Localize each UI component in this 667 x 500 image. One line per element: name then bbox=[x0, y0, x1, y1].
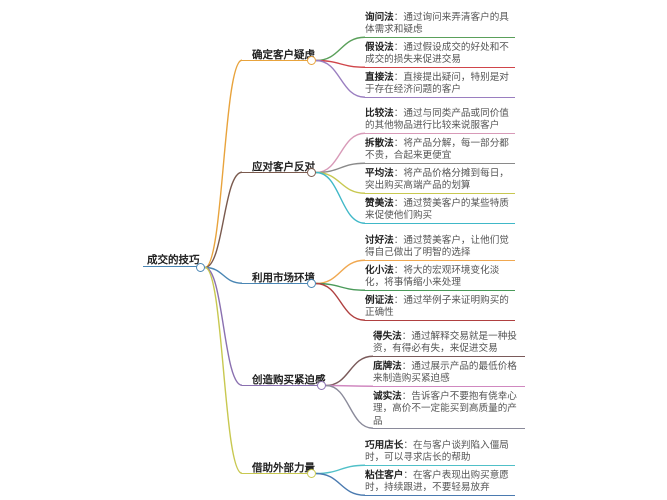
leaf-title: 例证法 bbox=[365, 295, 394, 306]
leaf-title: 假设法 bbox=[365, 42, 394, 53]
branch-handle-objections[interactable]: 应对客户反对 bbox=[242, 159, 315, 173]
branch-external-help[interactable]: 借助外部力量 bbox=[242, 460, 315, 474]
branch-collapse-node[interactable] bbox=[307, 279, 316, 288]
root-topic[interactable]: 成交的技巧 bbox=[143, 252, 200, 267]
leaf-title: 讨好法 bbox=[365, 235, 394, 246]
leaf-connector bbox=[325, 384, 374, 387]
branch-label: 应对客户反对 bbox=[252, 161, 315, 173]
branch-identify-doubts[interactable]: 确定客户疑虑 bbox=[242, 47, 315, 61]
leaf-breakdown[interactable]: 拆散法：将产品分解，每一部分都不贵，合起来更便宜 bbox=[365, 138, 515, 164]
branch-create-urgency[interactable]: 创造购买紧迫感 bbox=[242, 372, 326, 386]
leaf-honesty[interactable]: 诚实法：告诉客户不要抱有侥幸心理，高价不一定能买到高质量的产品 bbox=[373, 391, 525, 429]
leaf-text: ：直接提出疑问，特别是对于存在经济问题的客户 bbox=[365, 72, 509, 96]
leaf-average[interactable]: 平均法：将产品价格分摊到每日，突出购买高端产品的划算 bbox=[365, 168, 515, 194]
leaf-example[interactable]: 例证法：通过举例子来证明购买的正确性 bbox=[365, 295, 515, 321]
leaf-text: ：将产品价格分摊到每日，突出购买高端产品的划算 bbox=[365, 168, 509, 192]
branch-connector bbox=[204, 266, 243, 474]
leaf-store-manager[interactable]: 巧用店长：在与客户谈判陷入僵局时，可以寻求店长的帮助 bbox=[365, 440, 515, 466]
leaf-connector bbox=[315, 162, 366, 174]
leaf-inquiry[interactable]: 询问法：通过询问来弄清客户的具体需求和疑虑 bbox=[365, 12, 515, 38]
leaf-title: 底牌法 bbox=[373, 361, 402, 372]
leaf-bottom-line[interactable]: 底牌法：通过展示产品的最低价格来制造购买紧迫感 bbox=[373, 361, 525, 387]
root-collapse-node[interactable] bbox=[196, 263, 205, 272]
leaf-connector bbox=[315, 171, 366, 194]
leaf-minimize[interactable]: 化小法：将大的宏观环境变化淡化，将事情缩小来处理 bbox=[365, 265, 515, 291]
leaf-title: 直接法 bbox=[365, 72, 394, 83]
leaf-text: ：通过赞美客户的某些特质来促使他们购买 bbox=[365, 198, 509, 222]
branch-collapse-node[interactable] bbox=[307, 168, 316, 177]
leaf-title: 化小法 bbox=[365, 265, 394, 276]
leaf-comparison[interactable]: 比较法：通过与同类产品或同价值的其他物品进行比较来说服客户 bbox=[365, 108, 515, 134]
leaf-title: 赞美法 bbox=[365, 198, 394, 209]
leaf-direct[interactable]: 直接法：直接提出疑问，特别是对于存在经济问题的客户 bbox=[365, 72, 515, 98]
leaf-title: 得失法 bbox=[373, 331, 402, 342]
branch-collapse-node[interactable] bbox=[307, 469, 316, 478]
leaf-title: 平均法 bbox=[365, 168, 394, 179]
leaf-connector bbox=[315, 472, 366, 496]
leaf-connector bbox=[325, 384, 374, 429]
leaf-title: 比较法 bbox=[365, 108, 394, 119]
branch-collapse-node[interactable] bbox=[307, 56, 316, 65]
branch-label: 确定客户疑虑 bbox=[252, 49, 315, 61]
leaf-text: ：在客户表现出购买意愿时，持续跟进，不要轻易放弃 bbox=[365, 470, 509, 494]
leaf-text: ：通过与同类产品或同价值的其他物品进行比较来说服客户 bbox=[365, 108, 509, 132]
leaf-text: ：将大的宏观环境变化淡化，将事情缩小来处理 bbox=[365, 265, 500, 289]
leaf-title: 询问法 bbox=[365, 12, 394, 23]
leaf-text: ：通过询问来弄清客户的具体需求和疑虑 bbox=[365, 12, 509, 36]
leaf-text: ：通过举例子来证明购买的正确性 bbox=[365, 295, 509, 319]
branch-market-environment[interactable]: 利用市场环境 bbox=[242, 270, 315, 284]
leaf-text: ：告诉客户不要抱有侥幸心理，高价不一定能买到高质量的产品 bbox=[373, 391, 517, 427]
leaf-connector bbox=[315, 59, 366, 68]
leaf-connector bbox=[315, 282, 366, 321]
root-label: 成交的技巧 bbox=[147, 254, 200, 266]
leaf-connector bbox=[325, 355, 374, 387]
leaf-follow-up[interactable]: 粘住客户：在客户表现出购买意愿时，持续跟进，不要轻易放弃 bbox=[365, 470, 515, 496]
leaf-assumption[interactable]: 假设法：通过假设成交的好处和不成交的损失来促进交易 bbox=[365, 42, 515, 68]
leaf-text: ：通过假设成交的好处和不成交的损失来促进交易 bbox=[365, 42, 509, 66]
leaf-title: 粘住客户 bbox=[365, 470, 404, 481]
leaf-connector bbox=[315, 282, 366, 291]
leaf-text: ：将产品分解，每一部分都不贵，合起来更便宜 bbox=[365, 138, 509, 162]
leaf-praise[interactable]: 赞美法：通过赞美客户的某些特质来促使他们购买 bbox=[365, 198, 515, 224]
leaf-connector bbox=[315, 36, 366, 62]
branch-connector bbox=[204, 266, 243, 284]
branch-label: 利用市场环境 bbox=[252, 272, 315, 284]
branch-connector bbox=[204, 59, 243, 269]
leaf-text: ：通过解释交易就是一种投资，有得必有失，来促进交易 bbox=[373, 331, 517, 355]
leaf-gain-loss[interactable]: 得失法：通过解释交易就是一种投资，有得必有失，来促进交易 bbox=[373, 331, 525, 357]
branch-connector bbox=[204, 171, 243, 269]
leaf-connector bbox=[315, 132, 366, 174]
leaf-text: ：在与客户谈判陷入僵局时，可以寻求店长的帮助 bbox=[365, 440, 509, 464]
leaf-text: ：通过赞美客户，让他们觉得自己做出了明智的选择 bbox=[365, 235, 509, 259]
branch-collapse-node[interactable] bbox=[317, 381, 326, 390]
leaf-title: 拆散法 bbox=[365, 138, 394, 149]
leaf-connector bbox=[315, 171, 366, 224]
leaf-connector bbox=[315, 59, 366, 98]
branch-connector bbox=[204, 266, 243, 386]
leaf-title: 诚实法 bbox=[373, 391, 402, 402]
leaf-flattery[interactable]: 讨好法：通过赞美客户，让他们觉得自己做出了明智的选择 bbox=[365, 235, 515, 261]
leaf-connector bbox=[315, 464, 366, 475]
leaf-title: 巧用店长 bbox=[365, 440, 404, 451]
branch-label: 借助外部力量 bbox=[252, 462, 315, 474]
leaf-connector bbox=[315, 259, 366, 285]
leaf-text: ：通过展示产品的最低价格来制造购买紧迫感 bbox=[373, 361, 517, 385]
branch-label: 创造购买紧迫感 bbox=[252, 374, 326, 386]
